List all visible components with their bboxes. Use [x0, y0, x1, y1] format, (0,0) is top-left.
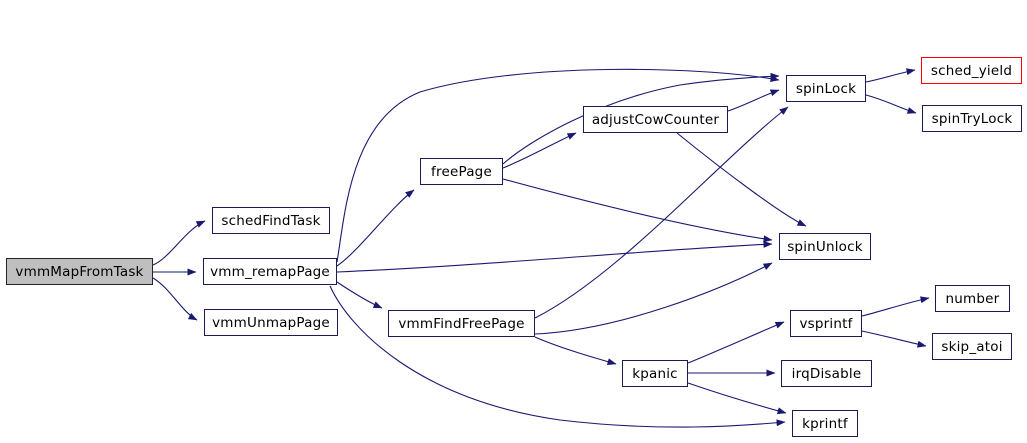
edge-vmm_remapPage-to-spinUnlock	[336, 240, 773, 273]
edge-vmmMapFromTask-to-schedFindTask	[152, 220, 206, 266]
edge-freePage-to-spinLock	[502, 72, 780, 165]
node-vsprintf[interactable]: vsprintf	[790, 310, 862, 337]
edge-kpanic-to-vsprintf	[687, 321, 785, 364]
node-number[interactable]: number	[935, 285, 1010, 312]
node-skip_atoi[interactable]: skip_atoi	[932, 333, 1012, 360]
node-sched_yield[interactable]: sched_yield	[921, 57, 1022, 84]
node-vmm_remapPage[interactable]: vmm_remapPage	[203, 258, 337, 285]
node-freePage[interactable]: freePage	[420, 158, 503, 185]
node-vmmMapFromTask[interactable]: vmmMapFromTask	[6, 258, 153, 285]
node-spinUnlock[interactable]: spinUnlock	[779, 233, 871, 260]
node-vmmUnmapPage[interactable]: vmmUnmapPage	[204, 309, 338, 336]
edge-adjustCowCounter-to-spinLock	[727, 89, 780, 112]
node-kpanic[interactable]: kpanic	[622, 360, 688, 387]
node-adjustCowCounter[interactable]: adjustCowCounter	[583, 106, 728, 133]
node-schedFindTask[interactable]: schedFindTask	[212, 207, 330, 234]
edge-vmm_remapPage-to-vmmFindFreePage	[336, 281, 383, 309]
edge-vmm_remapPage-to-freePage	[336, 189, 415, 267]
edge-vmmFindFreePage-to-spinUnlock	[534, 262, 773, 335]
node-kprintf[interactable]: kprintf	[792, 410, 858, 437]
edge-spinLock-to-spinTryLock	[865, 94, 917, 114]
edge-spinLock-to-sched_yield	[865, 68, 916, 83]
edge-freePage-to-adjustCowCounter	[502, 132, 577, 169]
edge-vmmMapFromTask-to-vmmUnmapPage	[152, 277, 198, 321]
edge-vmmFindFreePage-to-kpanic	[534, 336, 617, 366]
node-irqDisable[interactable]: irqDisable	[781, 360, 872, 387]
edge-freePage-to-spinUnlock	[502, 178, 773, 243]
edge-vsprintf-to-skip_atoi	[861, 330, 927, 348]
node-vmmFindFreePage[interactable]: vmmFindFreePage	[388, 310, 535, 337]
node-spinTryLock[interactable]: spinTryLock	[922, 105, 1022, 132]
edge-kpanic-to-kprintf	[687, 382, 787, 415]
edge-vmm_remapPage-to-spinLock	[336, 68, 780, 263]
edge-vsprintf-to-number	[861, 296, 930, 317]
node-spinLock[interactable]: spinLock	[786, 75, 866, 102]
edge-vmm_remapPage-to-kprintf	[329, 285, 786, 428]
edge-adjustCowCounter-to-spinUnlock	[676, 132, 807, 227]
edge-vmmFindFreePage-to-spinLock	[534, 106, 789, 319]
